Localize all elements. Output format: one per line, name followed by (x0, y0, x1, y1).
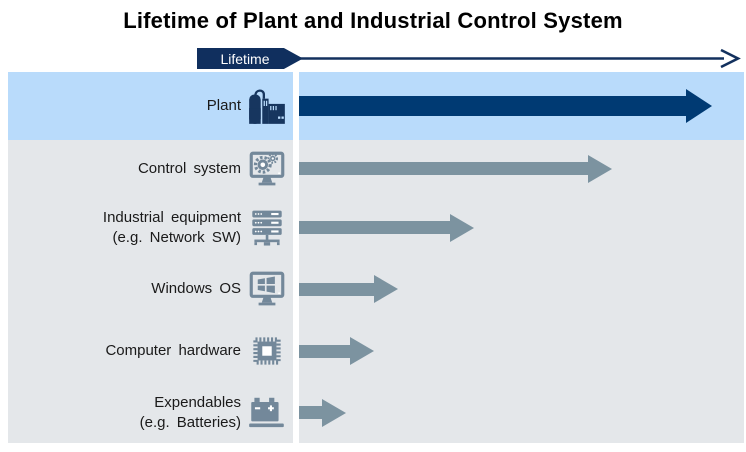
arrow-head (588, 154, 612, 183)
row-expendables: Expendables (e.g. Batteries) (8, 382, 744, 443)
arrow-head (374, 275, 398, 303)
lifetime-axis-arrow (300, 48, 741, 69)
arrow-head (686, 89, 712, 123)
lifetime-rows: Plant (8, 72, 744, 443)
lifetime-axis-label-text: Lifetime (220, 50, 270, 67)
arrow-shaft (299, 221, 450, 234)
row-industrial-equipment-track (299, 197, 744, 258)
row-sublabel: (e.g. Batteries) (139, 413, 241, 431)
lifetime-bar-control-system (299, 154, 612, 183)
arrow-shaft (299, 406, 322, 419)
arrow-shaft (299, 282, 374, 296)
row-label: Plant (206, 97, 241, 115)
column-separator (293, 258, 299, 320)
lifetime-bar-windows-os (299, 275, 398, 303)
row-plant-label-cell: Plant (8, 72, 241, 140)
row-computer-hardware-label-cell: Computer hardware (8, 320, 241, 382)
arrow-head (322, 398, 346, 427)
row-computer-hardware: Computer hardware (8, 320, 744, 382)
arrow-head (450, 213, 474, 242)
network-switch-icon (241, 197, 293, 258)
battery-icon (241, 382, 293, 443)
column-separator (293, 382, 299, 443)
row-industrial-equipment-label-cell: Industrial equipment (e.g. Network SW) (8, 197, 241, 258)
factory-icon (241, 72, 293, 140)
row-expendables-track (299, 382, 744, 443)
column-separator (293, 320, 299, 382)
row-control-system: Control system (8, 140, 744, 197)
row-label: Control system (137, 159, 241, 177)
cpu-chip-icon (241, 320, 293, 382)
row-computer-hardware-track (299, 320, 744, 382)
row-windows-os-label-cell: Windows OS (8, 258, 241, 320)
column-separator (293, 72, 299, 140)
lifetime-bar-computer-hardware (299, 337, 374, 365)
row-windows-os: Windows OS (8, 258, 744, 320)
row-label: Computer hardware (105, 342, 241, 360)
page-title: Lifetime of Plant and Industrial Control… (123, 8, 623, 33)
lifetime-bar-plant (299, 89, 712, 123)
row-plant-track (299, 72, 744, 140)
row-control-system-label-cell: Control system (8, 140, 241, 197)
control-system-icon (241, 140, 293, 197)
column-separator (293, 140, 299, 197)
arrow-shaft (299, 162, 588, 175)
lifetime-bar-industrial-equipment (299, 213, 474, 242)
row-industrial-equipment: Industrial equipment (e.g. Network SW) (8, 197, 744, 258)
row-sublabel: (e.g. Network SW) (112, 228, 241, 246)
arrow-shaft (299, 96, 686, 116)
row-expendables-label-cell: Expendables (e.g. Batteries) (8, 382, 241, 443)
row-label: Industrial equipment (102, 209, 241, 226)
lifetime-bar-expendables (299, 398, 346, 427)
lifetime-axis-label: Lifetime (197, 48, 303, 69)
row-windows-os-track (299, 258, 744, 320)
windows-monitor-icon (241, 258, 293, 320)
column-separator (293, 197, 299, 258)
arrow-shaft (299, 344, 350, 358)
row-label: Windows OS (151, 280, 241, 298)
row-control-system-track (299, 140, 744, 197)
arrow-head (350, 337, 374, 365)
row-plant: Plant (8, 72, 744, 140)
row-label: Expendables (154, 394, 241, 411)
